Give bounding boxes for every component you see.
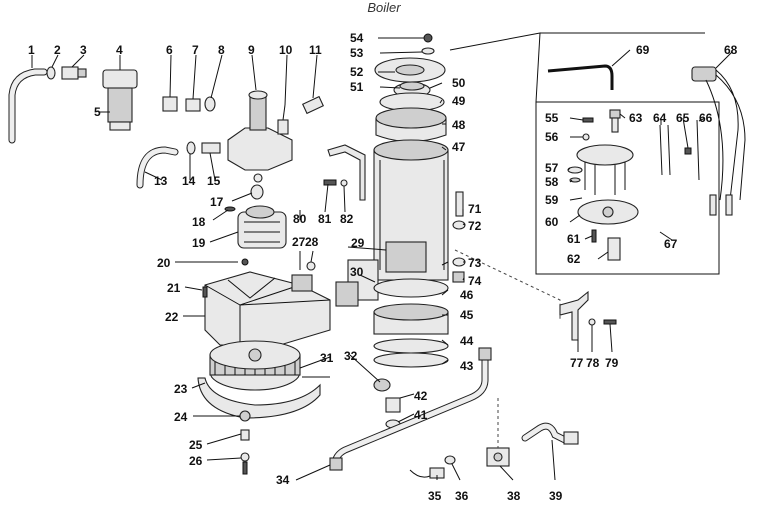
label-47: 47 (452, 140, 466, 154)
label-27: 27 (292, 235, 306, 249)
label-81: 81 (318, 212, 332, 226)
label-24: 24 (174, 410, 188, 424)
label-7: 7 (192, 43, 199, 57)
leader-lines (31, 37, 733, 481)
label-65: 65 (676, 111, 690, 125)
label-39: 39 (549, 489, 563, 503)
label-45: 45 (460, 308, 474, 322)
label-44: 44 (460, 334, 474, 348)
label-35: 35 (428, 489, 442, 503)
label-82: 82 (340, 212, 354, 226)
label-43: 43 (460, 359, 474, 373)
label-73: 73 (468, 256, 482, 270)
label-78: 78 (586, 356, 600, 370)
label-80: 80 (293, 212, 307, 226)
label-48: 48 (452, 118, 466, 132)
label-54: 54 (350, 31, 364, 45)
label-49: 49 (452, 94, 466, 108)
label-51: 51 (350, 80, 364, 94)
label-4: 4 (116, 43, 123, 57)
label-60: 60 (545, 215, 559, 229)
label-2: 2 (54, 43, 61, 57)
label-42: 42 (414, 389, 428, 403)
label-18: 18 (192, 215, 206, 229)
label-30: 30 (350, 265, 364, 279)
label-56: 56 (545, 130, 559, 144)
label-58: 58 (545, 175, 559, 189)
label-38: 38 (507, 489, 521, 503)
label-14: 14 (182, 174, 196, 188)
lower-piping (329, 249, 579, 479)
label-26: 26 (189, 454, 203, 468)
label-6: 6 (166, 43, 173, 57)
label-46: 46 (460, 288, 474, 302)
part-labels: 1 2 3 4 5 6 7 8 9 10 11 13 14 15 17 18 1… (28, 31, 738, 503)
label-5: 5 (94, 105, 101, 119)
label-28: 28 (305, 235, 319, 249)
label-25: 25 (189, 438, 203, 452)
electrode-group (449, 32, 746, 341)
label-61: 61 (567, 232, 581, 246)
blower-assembly (197, 258, 331, 475)
label-66: 66 (699, 111, 713, 125)
label-67: 67 (664, 237, 678, 251)
label-57: 57 (545, 161, 559, 175)
label-72: 72 (468, 219, 482, 233)
label-71: 71 (468, 202, 482, 216)
label-3: 3 (80, 43, 87, 57)
label-1: 1 (28, 43, 35, 57)
label-36: 36 (455, 489, 469, 503)
label-13: 13 (154, 174, 168, 188)
label-74: 74 (468, 274, 482, 288)
label-41: 41 (414, 408, 428, 422)
label-19: 19 (192, 236, 206, 250)
boiler-column (323, 33, 466, 368)
label-9: 9 (248, 43, 255, 57)
label-59: 59 (545, 193, 559, 207)
left-fittings-group (8, 66, 325, 249)
label-22: 22 (165, 310, 179, 324)
label-21: 21 (167, 281, 181, 295)
label-34: 34 (276, 473, 290, 487)
label-11: 11 (309, 43, 322, 57)
label-8: 8 (218, 43, 225, 57)
label-64: 64 (653, 111, 667, 125)
label-63: 63 (629, 111, 643, 125)
label-77: 77 (570, 356, 584, 370)
page-title: Boiler (367, 0, 401, 15)
label-53: 53 (350, 46, 364, 60)
label-62: 62 (567, 252, 581, 266)
label-68: 68 (724, 43, 738, 57)
label-10: 10 (279, 43, 293, 57)
label-15: 15 (207, 174, 221, 188)
label-50: 50 (452, 76, 466, 90)
label-29: 29 (351, 236, 365, 250)
label-23: 23 (174, 382, 188, 396)
label-20: 20 (157, 256, 171, 270)
label-32: 32 (344, 349, 358, 363)
label-17: 17 (210, 195, 224, 209)
label-31: 31 (320, 351, 334, 365)
label-52: 52 (350, 65, 364, 79)
label-55: 55 (545, 111, 559, 125)
label-79: 79 (605, 356, 619, 370)
label-69: 69 (636, 43, 650, 57)
